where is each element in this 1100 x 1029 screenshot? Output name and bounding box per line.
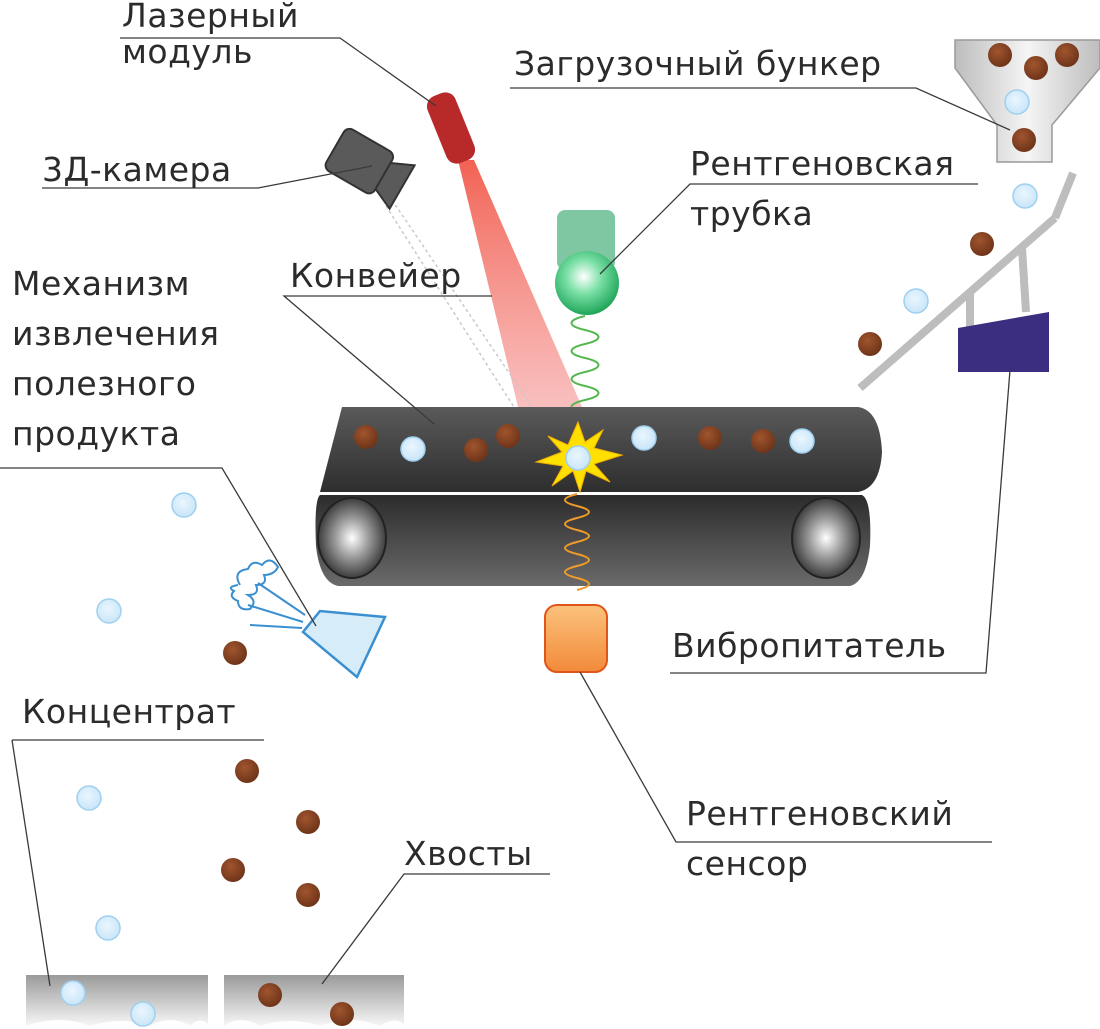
label-xray-tube-line1: Рентгеновская xyxy=(690,144,955,183)
ore-particle xyxy=(296,810,320,834)
valuable-particle xyxy=(1012,183,1038,209)
label-extraction-line4: продукта xyxy=(12,414,181,453)
ore-particle xyxy=(1012,128,1036,152)
laser-beam xyxy=(458,160,600,448)
conveyor-roller-right xyxy=(791,497,861,579)
ore-particle xyxy=(223,641,247,665)
leader-concentrate xyxy=(11,739,264,987)
valuable-particle xyxy=(60,980,86,1006)
ore-particle xyxy=(1024,56,1048,80)
valuable-particle xyxy=(95,915,121,941)
leader-camera xyxy=(42,165,373,189)
label-extraction-line3: полезного xyxy=(12,364,197,403)
label-laser-module-line2: модуль xyxy=(122,32,253,71)
valuable-particle xyxy=(631,425,657,451)
leader-conveyor xyxy=(282,295,492,425)
valuable-particle xyxy=(789,428,815,454)
xray-sensor xyxy=(544,604,608,673)
valuable-particle xyxy=(1004,89,1030,115)
label-concentrate: Концентрат xyxy=(22,692,237,731)
label-xray-tube: Рентгеновская трубка xyxy=(690,142,955,236)
label-extraction-mechanism: Механизм извлечения полезного продукта xyxy=(12,262,220,456)
label-laser-module-line1: Лазерный xyxy=(122,0,299,35)
label-tailings: Хвосты xyxy=(404,834,533,873)
ore-particle xyxy=(496,424,520,448)
label-loading-hopper: Загрузочный бункер xyxy=(514,44,882,83)
ore-particle xyxy=(698,426,722,450)
valuable-particle xyxy=(76,785,102,811)
ore-particle xyxy=(970,232,994,256)
valuable-particle xyxy=(96,598,122,624)
ore-particle xyxy=(751,429,775,453)
tailings-bin xyxy=(224,975,404,1026)
ore-particle xyxy=(858,332,882,356)
leader-tailings xyxy=(321,873,550,985)
valuable-particle xyxy=(903,288,929,314)
valuable-particle xyxy=(400,436,426,462)
vibro-feeder-unit xyxy=(958,312,1049,372)
label-conveyor: Конвейер xyxy=(290,256,462,295)
ore-particle xyxy=(296,883,320,907)
vibro-feeder-chute xyxy=(857,171,1077,392)
laser-module xyxy=(426,92,476,164)
valuable-particle xyxy=(130,1001,156,1027)
label-laser-module: Лазерный модуль xyxy=(122,0,299,74)
ore-particle xyxy=(464,438,488,462)
label-xray-sensor-line2: сенсор xyxy=(686,844,809,883)
ore-particle xyxy=(1055,43,1079,67)
air-nozzle xyxy=(247,582,387,679)
ore-particle xyxy=(330,1002,354,1026)
valuable-particle xyxy=(565,445,591,471)
concentrate-bin xyxy=(26,975,208,1026)
air-blast-cloud xyxy=(229,559,280,611)
leader-vibro-feeder xyxy=(670,369,1011,674)
leader-xray-tube xyxy=(599,183,978,275)
leader-extraction xyxy=(0,467,317,627)
conveyor-roller-left xyxy=(317,497,387,579)
xray-tube-bulb xyxy=(555,251,619,315)
ore-particle xyxy=(235,759,259,783)
xray-sensor-wave xyxy=(564,493,590,591)
label-camera-3d: 3Д-камера xyxy=(42,150,232,189)
label-extraction-line2: извлечения xyxy=(12,314,220,353)
leader-hopper xyxy=(510,87,1011,131)
ore-particle xyxy=(988,43,1012,67)
camera-field-of-view xyxy=(385,199,561,449)
leader-xray-sensor xyxy=(579,671,992,843)
valuable-particle xyxy=(171,492,197,518)
ore-particle xyxy=(258,983,282,1007)
ore-particle xyxy=(221,858,245,882)
label-xray-sensor-line1: Рентгеновский xyxy=(686,794,954,833)
label-xray-tube-line2: трубка xyxy=(690,194,814,233)
label-vibro-feeder: Вибропитатель xyxy=(672,626,947,665)
ore-particle xyxy=(354,425,378,449)
camera-3d-body xyxy=(324,127,417,211)
label-xray-sensor: Рентгеновский сенсор xyxy=(686,792,953,886)
leader-laser-module xyxy=(120,37,437,107)
label-extraction-line1: Механизм xyxy=(12,264,190,303)
